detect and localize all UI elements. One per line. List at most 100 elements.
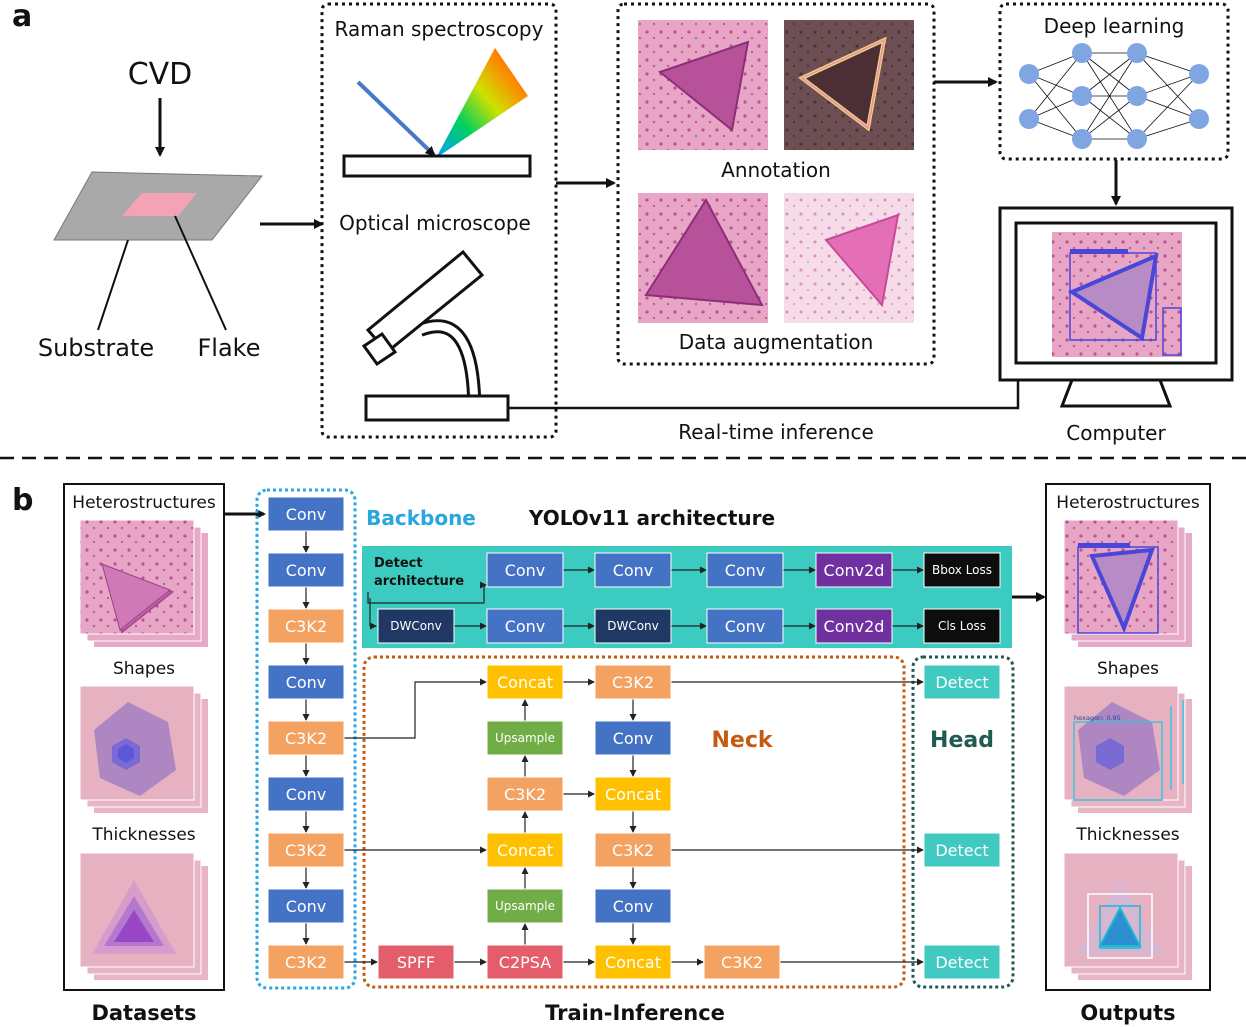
augmented-image-1: [638, 193, 768, 323]
block-conv: Conv: [486, 552, 564, 588]
block-label: Conv: [286, 561, 327, 580]
block-label: Conv: [725, 617, 766, 636]
neuron-node: [1019, 109, 1039, 129]
deep-learning-label: Deep learning: [1044, 14, 1185, 38]
block-c3k2: C3K2: [267, 944, 345, 980]
annotated-image: [784, 20, 914, 150]
block-conv: Conv: [486, 608, 564, 644]
detect-architecture-label-2: architecture: [374, 574, 464, 589]
characterization-box: [320, 2, 558, 439]
data-box: [616, 2, 936, 366]
deep-learning-box: [998, 2, 1230, 161]
block-label: Upsample: [495, 731, 555, 745]
augmentation-label: Data augmentation: [679, 330, 874, 354]
output-heterostructures-label: Heterostructures: [1056, 493, 1200, 513]
neuron-node: [1189, 109, 1209, 129]
block-spff: SPFF: [377, 944, 455, 980]
block-label: Conv2d: [824, 561, 885, 580]
block-conv2d: Conv2d: [815, 552, 893, 588]
block-c3k2: C3K2: [594, 664, 672, 700]
block-label: Conv: [286, 897, 327, 916]
neuron-node: [1072, 43, 1092, 63]
block-label: Conv: [613, 897, 654, 916]
block-label: Conv: [725, 561, 766, 580]
block-label: C3K2: [285, 841, 327, 860]
annotation-label: Annotation: [721, 158, 831, 182]
neuron-node: [1127, 86, 1147, 106]
block-label: Conv: [613, 729, 654, 748]
train-inference-title: Train-Inference: [545, 1001, 725, 1025]
flake-pointer: [174, 215, 227, 331]
realtime-label: Real-time inference: [678, 420, 874, 444]
block-label: C3K2: [504, 785, 546, 804]
panel-b-label: b: [12, 483, 33, 518]
block-label: Conv: [286, 785, 327, 804]
block-label: C3K2: [721, 953, 763, 972]
block-label: C2PSA: [499, 953, 551, 972]
hexagon-confidence-tag: hexagon: 0.95: [1074, 714, 1121, 722]
substrate-pointer: [97, 239, 129, 331]
neuron-node: [1072, 86, 1092, 106]
block-label: Conv: [286, 673, 327, 692]
block-label: Conv: [613, 561, 654, 580]
block-detect: Detect: [923, 664, 1001, 700]
neural-network-nodes: [1019, 43, 1209, 149]
block-c3k2: C3K2: [486, 776, 564, 812]
block-label: SPFF: [397, 953, 435, 972]
dataset-thicknesses-label: Thicknesses: [91, 825, 195, 845]
block-label: Concat: [497, 673, 553, 692]
block-cls-loss: Cls Loss: [923, 608, 1001, 644]
datasets-title: Datasets: [91, 1001, 196, 1025]
real-time-inference-line: [508, 380, 1020, 410]
block-conv: Conv: [594, 888, 672, 924]
block-concat: Concat: [594, 776, 672, 812]
block-label: Bbox Loss: [932, 563, 992, 577]
block-dwconv: DWConv: [377, 608, 455, 644]
cvd-group: CVD Substrate Flake: [38, 57, 264, 362]
block-conv: Conv: [267, 776, 345, 812]
block-c3k2: C3K2: [267, 720, 345, 756]
block-detect: Detect: [923, 832, 1001, 868]
microscope-icon: [361, 249, 510, 422]
neck-frame: [362, 655, 906, 989]
output-thicknesses-label: Thicknesses: [1075, 825, 1179, 845]
substrate-label: Substrate: [38, 334, 154, 362]
neuron-node: [1072, 129, 1092, 149]
block-label: Detect: [935, 953, 988, 972]
block-dwconv: DWConv: [594, 608, 672, 644]
block-label: C3K2: [285, 953, 327, 972]
block-conv: Conv: [706, 552, 784, 588]
block-label: C3K2: [285, 729, 327, 748]
dataset-shapes-stack: [79, 685, 208, 813]
block-conv2d: Conv2d: [815, 608, 893, 644]
block-label: Detect: [935, 673, 988, 692]
outputs-frame: [1045, 483, 1211, 991]
block-label: DWConv: [390, 619, 442, 633]
flake-label: Flake: [198, 334, 261, 362]
dataset-heterostructures-label: Heterostructures: [72, 493, 216, 513]
output-shapes-label: Shapes: [1097, 659, 1159, 679]
block-label: Cls Loss: [938, 619, 986, 633]
neck-label: Neck: [711, 728, 773, 753]
block-label: Upsample: [495, 899, 555, 913]
block-c3k2: C3K2: [703, 944, 781, 980]
dataset-heterostructure-stack: [79, 519, 208, 647]
neural-network-edges: [1028, 52, 1200, 140]
neuron-node: [1189, 64, 1209, 84]
raman-label: Raman spectroscopy: [335, 17, 544, 41]
datasets-frame: [63, 483, 225, 991]
output-thicknesses-stack: [1063, 852, 1192, 980]
detect-architecture-label-1: Detect: [374, 556, 423, 571]
architecture-connections: [302, 531, 924, 966]
block-c2psa: C2PSA: [486, 944, 564, 980]
block-upsample: Upsample: [486, 888, 564, 924]
block-concat: Concat: [594, 944, 672, 980]
block-c3k2: C3K2: [594, 832, 672, 868]
block-bbox-loss: Bbox Loss: [923, 552, 1001, 588]
block-conv: Conv: [594, 720, 672, 756]
architecture-title: YOLOv11 architecture: [528, 506, 775, 530]
detect-architecture-panel: [362, 546, 1012, 648]
block-conv: Conv: [267, 552, 345, 588]
architecture-blocks: ConvConvC3K2ConvC3K2ConvC3K2ConvC3K2Conv…: [267, 496, 1001, 980]
block-label: Concat: [605, 785, 661, 804]
